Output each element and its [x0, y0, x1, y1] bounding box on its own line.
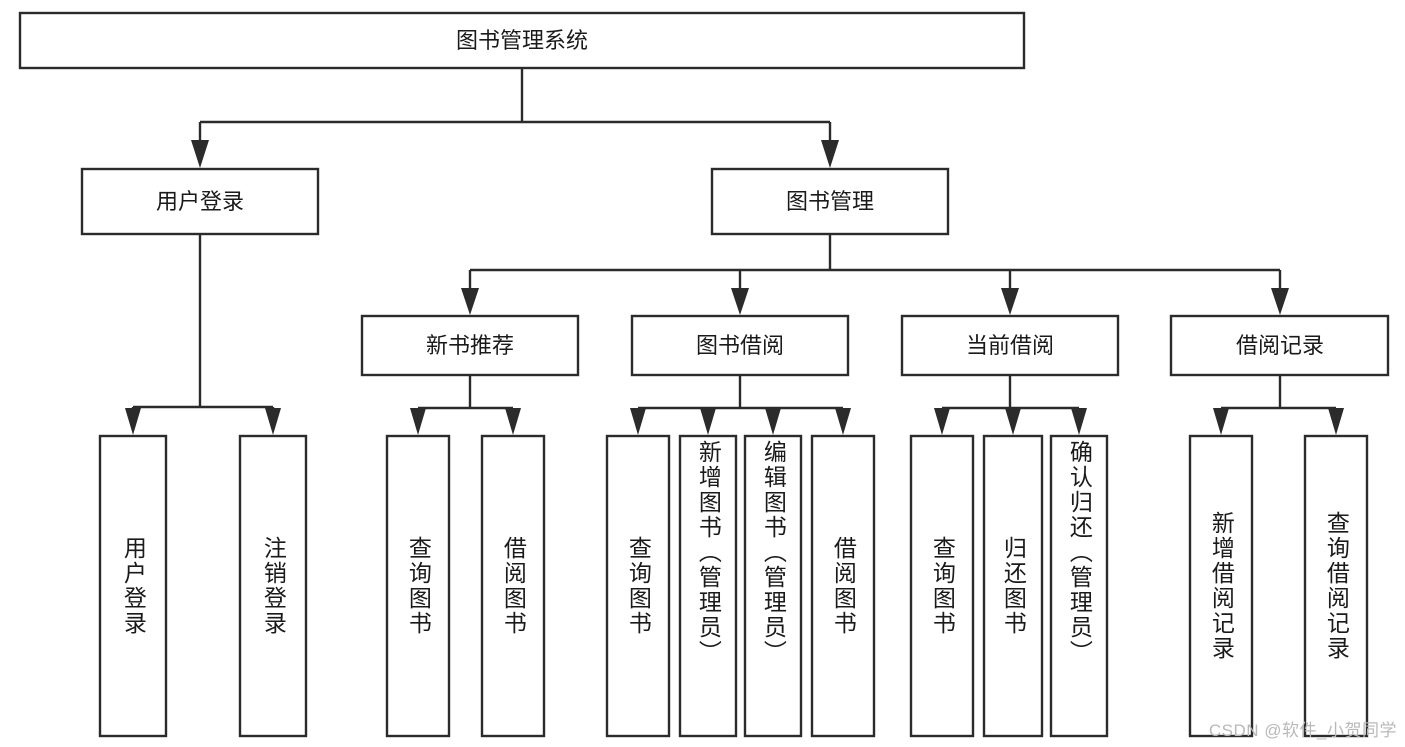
arrow-head-new-book-recommend	[461, 288, 479, 315]
arrow-head-leaf-borrow-book-2	[835, 408, 851, 435]
node-box-leaf-edit-book[interactable]	[743, 434, 803, 738]
arrow-head-leaf-borrow-book-1	[505, 408, 521, 435]
label-user-login: 用户登录	[156, 189, 244, 214]
label-book-borrow: 图书借阅	[696, 333, 784, 358]
arrow-head-current-borrow	[1001, 288, 1019, 315]
arrow-head-book-borrow	[731, 288, 749, 315]
node-box-book-borrow[interactable]	[630, 314, 850, 377]
node-box-user-login[interactable]	[80, 167, 320, 236]
node-box-new-book-recommend[interactable]	[360, 314, 580, 377]
arrow-head-leaf-edit-book	[765, 408, 781, 435]
label-book-manage: 图书管理	[786, 189, 874, 214]
arrow-head-leaf-return-book	[1005, 408, 1021, 435]
node-layer	[18, 11, 1390, 738]
connector-layer	[125, 68, 1344, 435]
node-box-current-borrow[interactable]	[900, 314, 1120, 377]
node-box-leaf-query-book-3[interactable]	[909, 434, 975, 738]
arrow-head-leaf-query-book-3	[934, 408, 950, 435]
arrow-head-user-login	[191, 140, 209, 168]
arrow-head-leaf-user-logout	[265, 408, 281, 435]
node-box-leaf-query-record[interactable]	[1303, 434, 1369, 738]
arrow-head-leaf-add-record	[1213, 408, 1229, 435]
node-box-root[interactable]	[18, 11, 1026, 70]
node-box-leaf-add-record[interactable]	[1188, 434, 1254, 738]
node-box-leaf-return-book[interactable]	[982, 434, 1044, 738]
arrow-head-leaf-query-record	[1328, 408, 1344, 435]
node-box-borrow-record[interactable]	[1169, 314, 1390, 377]
label-new-book-recommend: 新书推荐	[426, 333, 514, 358]
arrow-head-book-manage	[821, 140, 839, 168]
node-box-leaf-query-book-1[interactable]	[385, 434, 451, 738]
arrow-head-borrow-record	[1271, 288, 1289, 315]
node-box-leaf-query-book-2[interactable]	[605, 434, 671, 738]
arrow-head-leaf-query-book-2	[630, 408, 646, 435]
arrow-head-leaf-query-book-1	[410, 408, 426, 435]
node-box-leaf-user-login[interactable]	[98, 434, 168, 738]
arrow-head-leaf-confirm-return	[1071, 408, 1087, 435]
arrow-head-leaf-user-login	[125, 408, 141, 435]
node-box-leaf-borrow-book-1[interactable]	[480, 434, 546, 738]
csdn-watermark: CSDN @软件_小贺同学	[1208, 721, 1397, 740]
node-box-leaf-confirm-return[interactable]	[1049, 434, 1109, 738]
node-box-leaf-borrow-book-2[interactable]	[810, 434, 876, 738]
label-current-borrow: 当前借阅	[966, 333, 1054, 358]
node-box-leaf-add-book[interactable]	[678, 434, 738, 738]
arrow-head-leaf-add-book	[700, 408, 716, 435]
node-box-book-manage[interactable]	[710, 167, 950, 236]
label-borrow-record: 借阅记录	[1236, 333, 1324, 358]
label-root: 图书管理系统	[456, 28, 588, 53]
horizontal-label-layer: 图书管理系统 用户登录 图书管理 新书推荐 图书借阅 当前借阅 借阅记录	[156, 28, 1324, 358]
node-box-leaf-user-logout[interactable]	[238, 434, 308, 738]
